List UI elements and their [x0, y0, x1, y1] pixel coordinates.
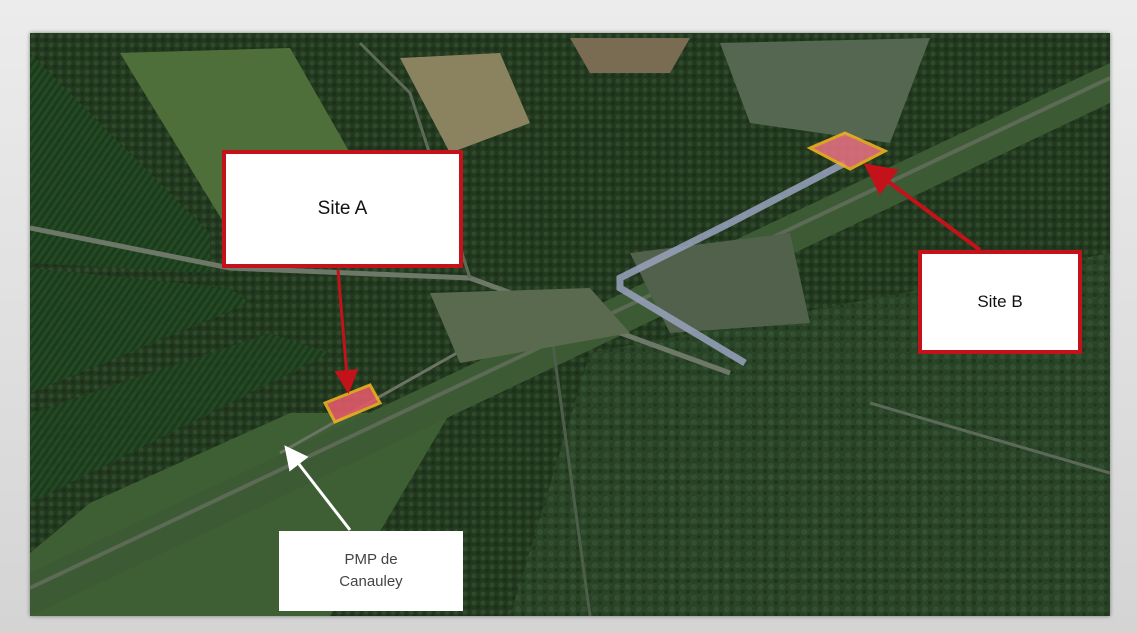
site-b-arrow	[863, 163, 982, 252]
orchard-middle	[30, 268, 250, 393]
pmp-text-line2: Canauley	[339, 573, 403, 590]
site-b-text: Site B	[977, 292, 1023, 311]
hamlet	[430, 288, 630, 363]
site-b-label: Site B	[918, 250, 1082, 354]
site-a-text: Site A	[317, 198, 368, 219]
site-b-footprint	[806, 131, 889, 171]
village-area	[720, 38, 930, 143]
track-south	[548, 322, 592, 616]
pmp-label: PMP de Canauley	[279, 531, 463, 611]
bare-field-2	[570, 38, 690, 73]
orchard-south	[30, 333, 330, 503]
orchard-north	[30, 53, 210, 273]
pipeline-route	[616, 159, 847, 367]
pmp-arrow	[284, 445, 352, 531]
hamlet-east	[630, 233, 810, 333]
pmp-text-line1: PMP de	[344, 551, 398, 568]
site-a-arrow	[334, 269, 359, 394]
site-a-label: Site A	[222, 150, 463, 268]
bare-field	[400, 53, 530, 153]
road-east	[869, 401, 1110, 475]
